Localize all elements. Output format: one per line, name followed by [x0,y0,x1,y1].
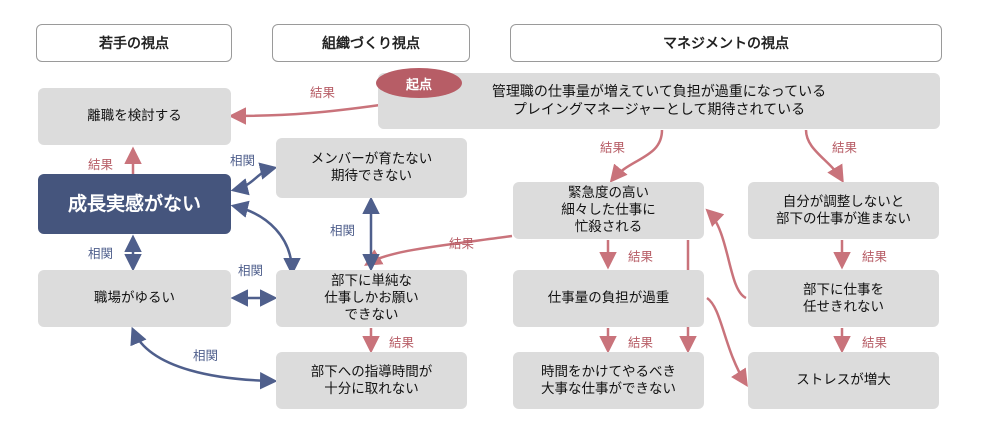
label-correlation: 相関 [238,263,264,278]
label-result: 結果 [628,249,654,264]
arrow-growth-simple [230,200,301,276]
node-workload-overload: 仕事量の負担が過重 [513,270,704,327]
label-result: 結果 [628,335,654,350]
node-self-adjust: 自分が調整しないと 部下の仕事が進まない [748,182,939,239]
label-correlation: 相関 [193,348,219,363]
node-members-not-growing: メンバーが育たない 期待できない [276,138,467,198]
start-badge: 起点 [376,68,462,98]
label-result: 結果 [449,236,475,251]
arrow-growth-members [230,162,278,196]
arrow-start-to-resign [228,103,381,125]
node-manager-overload: 管理職の仕事量が増えていて負担が過重になっている プレイングマネージャーとして期… [378,73,940,129]
arrow-loose-guidance [130,326,278,390]
node-resign: 離職を検討する [38,88,231,145]
label-result: 結果 [862,335,888,350]
label-result: 結果 [88,157,114,172]
arrow-urgent-to-simple [364,234,513,266]
node-simple-work-only: 部下に単純な 仕事しかお願い できない [276,270,467,327]
arrow-start-to-urgent [609,129,664,183]
label-result: 結果 [862,249,888,264]
node-loose-workplace: 職場がゆるい [38,270,231,327]
node-urgent-tasks: 緊急度の高い 細々した仕事に 忙殺される [513,182,704,239]
label-correlation: 相関 [330,223,356,238]
label-correlation: 相関 [230,153,256,168]
label-correlation: 相関 [88,246,114,261]
node-stress-increase: ストレスが増大 [748,352,939,409]
header-org-perspective: 組織づくり視点 [272,24,470,62]
label-result: 結果 [310,85,336,100]
header-mgmt-perspective: マネジメントの視点 [510,24,942,62]
node-less-guidance-time: 部下への指導時間が 十分に取れない [276,352,467,409]
label-result: 結果 [600,140,626,155]
arrow-start-to-selfadjust [804,129,844,184]
node-cant-delegate: 部下に仕事を 任せきれない [748,270,939,327]
label-result: 結果 [389,335,415,350]
arrow-overload-to-stress [706,296,748,387]
node-no-important-work: 時間をかけてやるべき 大事な仕事ができない [513,352,704,409]
arrow-cantdelegate-to-urgent [705,208,747,300]
header-young-perspective: 若手の視点 [36,24,232,62]
label-result: 結果 [832,140,858,155]
node-no-growth: 成長実感がない [38,174,231,234]
